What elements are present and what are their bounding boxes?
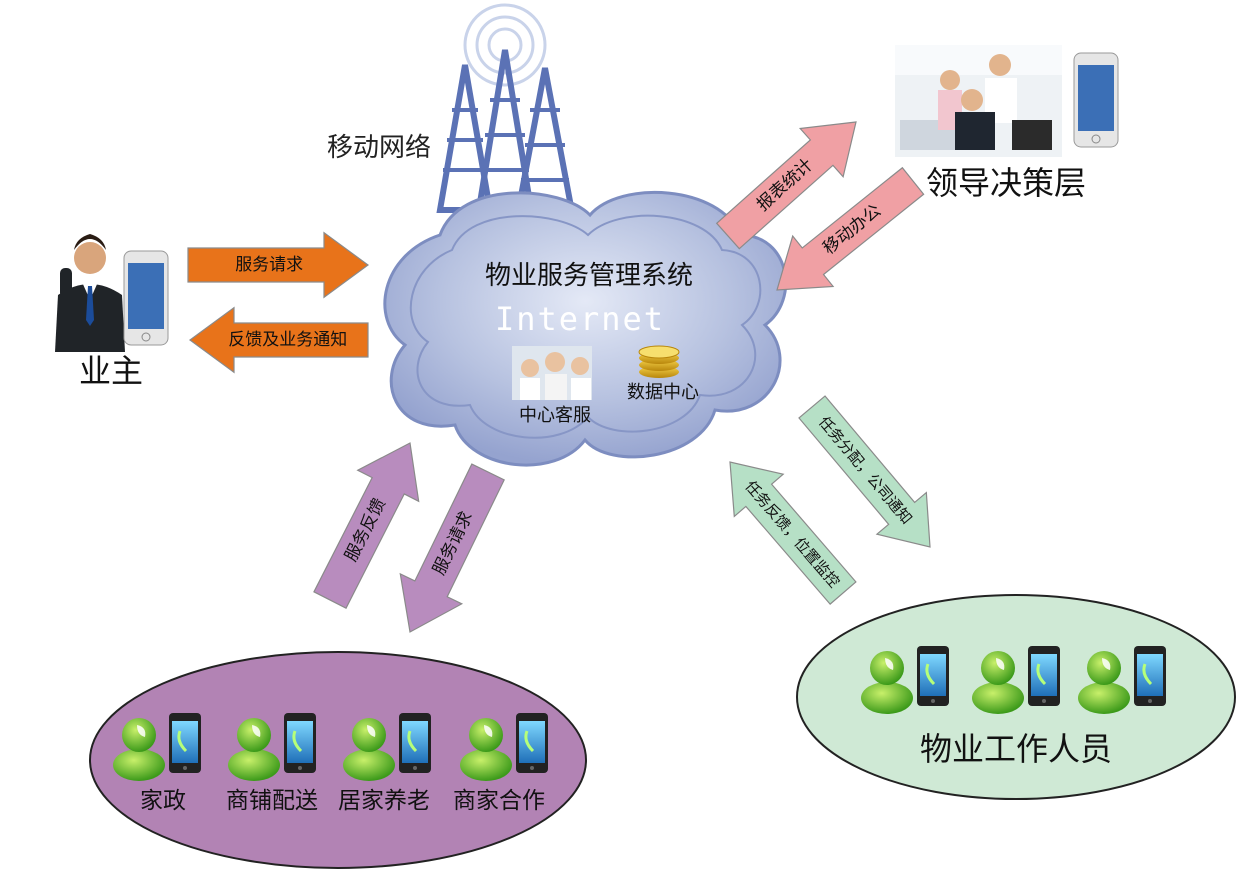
- service-item-label: 居家养老: [338, 788, 430, 814]
- service-item-label: 家政: [140, 788, 186, 814]
- leadership-label: 领导决策层: [926, 164, 1086, 202]
- owner-label: 业主: [79, 352, 143, 390]
- customer-service-label: 中心客服: [519, 405, 591, 426]
- task-assign-label: 任务分配，公司通知: [815, 413, 916, 528]
- network-label: 移动网络: [327, 133, 431, 163]
- owner-request-arrow: 服务请求: [187, 231, 370, 299]
- services-ellipse: [89, 651, 587, 869]
- owner-request-label: 服务请求: [235, 255, 303, 275]
- customer-service-photo: [512, 346, 592, 400]
- owner-phone-icon: [123, 250, 169, 346]
- owner-businessman-figure: [55, 234, 125, 352]
- cloud-title: 物业服务管理系统: [485, 261, 693, 291]
- owner-feedback-label: 反馈及业务通知: [228, 330, 347, 350]
- leadership-phone-icon: [1073, 52, 1119, 148]
- cloud-subtitle: Internet: [495, 300, 665, 338]
- staff-label: 物业工作人员: [920, 730, 1112, 768]
- task-feedback-label: 任务反馈，位置监控: [741, 477, 843, 591]
- owner-feedback-arrow: 反馈及业务通知: [188, 306, 369, 374]
- leadership-office-photo: [895, 45, 1062, 157]
- cloud-shape: [383, 191, 788, 467]
- data-center-icon: [638, 345, 680, 378]
- service-item-label: 商铺配送: [226, 788, 318, 814]
- data-center-label: 数据中心: [627, 382, 699, 403]
- cell-tower-icon: [436, 3, 576, 218]
- service-item-label: 商家合作: [453, 788, 545, 814]
